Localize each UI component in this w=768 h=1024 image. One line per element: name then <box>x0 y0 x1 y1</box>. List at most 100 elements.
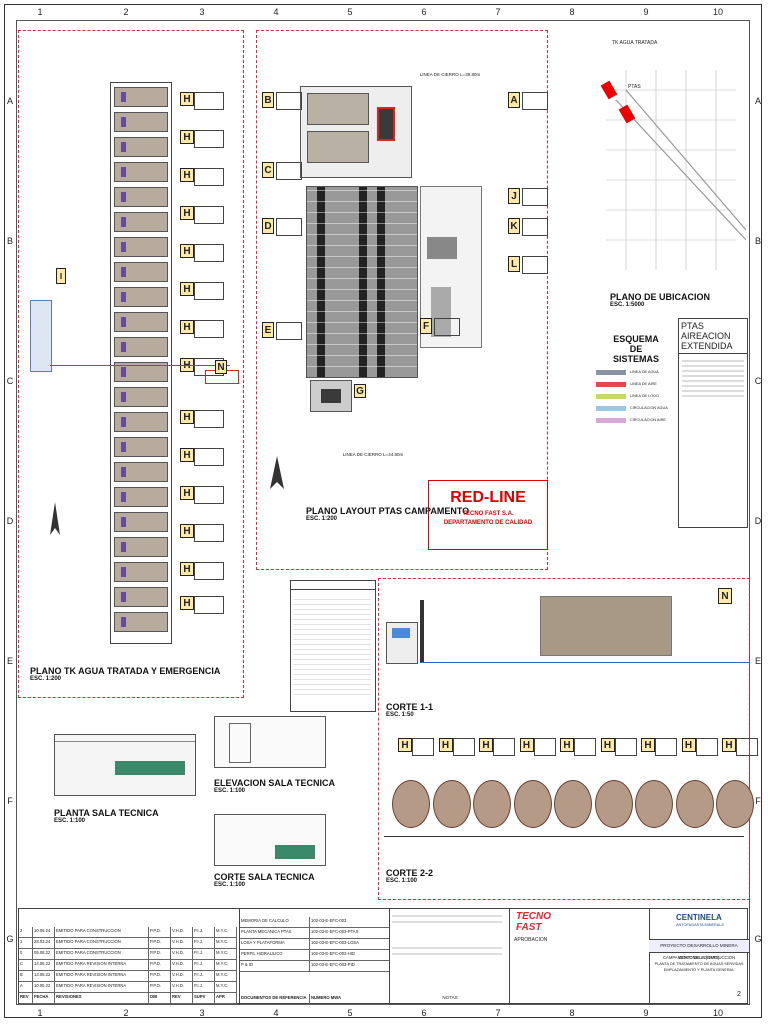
revision-cell: M.Y.C. <box>215 927 237 938</box>
ref-name: PERFIL HIDRAULICO <box>240 950 310 961</box>
esquema-title: ESQUEMA DE SISTEMAS <box>612 334 659 364</box>
planta-sala-title: PLANTA SALA TECNICA <box>54 808 159 818</box>
tank-marker <box>121 167 126 177</box>
marker-c: C <box>262 162 274 178</box>
revision-cell: EMITIDO PARA REVISION INTERNA <box>55 982 149 993</box>
marker-n-left: N <box>215 360 227 374</box>
column-number: 10 <box>712 7 723 17</box>
column-number: 3 <box>199 7 205 17</box>
tk-plan-title: PLANO TK AGUA TRATADA Y EMERGENCIA <box>30 666 221 676</box>
storage-tank <box>114 237 168 257</box>
marker-description <box>412 738 434 756</box>
storage-tank <box>114 87 168 107</box>
ref-name: LOSA Y PLATAFORMA <box>240 939 310 950</box>
revision-cell: P.P.D. <box>149 960 171 971</box>
marker-h: H <box>180 562 194 576</box>
marker-h: H <box>180 168 194 182</box>
tank-marker <box>121 292 126 302</box>
marker-description <box>522 92 548 110</box>
storage-tank <box>114 462 168 482</box>
layout-title: PLANO LAYOUT PTAS CAMPAMENTO <box>306 506 470 516</box>
tank-marker <box>121 467 126 477</box>
storage-tank <box>114 312 168 332</box>
marker-h: H <box>180 320 194 334</box>
revision-cell: M.Y.C. <box>215 982 237 993</box>
sheet-frame <box>4 4 762 1018</box>
elevacion-sala-scale: ESC. 1:100 <box>214 788 246 794</box>
column-number: 6 <box>421 1008 427 1018</box>
marker-description <box>194 282 224 300</box>
revision-cell: C <box>19 960 33 971</box>
notes-area: NOTAS <box>389 909 510 1005</box>
marker-g: G <box>354 384 366 398</box>
revision-cell: 0 <box>19 949 33 960</box>
marker-description <box>522 218 548 236</box>
tk-location-label: TK AGUA TRATADA <box>612 40 658 46</box>
revision-cell: P.I.J. <box>193 960 215 971</box>
marker-description <box>194 486 224 504</box>
marker-a: A <box>508 92 520 108</box>
revision-cell: 2 <box>19 927 33 938</box>
marker-h: H <box>180 92 194 106</box>
legend-swatch <box>596 417 626 423</box>
column-number: 3 <box>199 1008 205 1018</box>
logo-text: TECNO FAST <box>516 911 551 933</box>
tank-marker <box>121 217 126 227</box>
legend-swatch <box>596 381 626 387</box>
revision-cell: REVISIONES <box>55 993 149 1004</box>
storage-tank <box>114 212 168 232</box>
corte-sala-title: CORTE SALA TECNICA <box>214 872 315 882</box>
revision-cell: P.P.D. <box>149 938 171 949</box>
marker-description <box>194 524 224 542</box>
column-number: 7 <box>495 7 501 17</box>
revision-cell: DIB <box>149 993 171 1004</box>
revision-cell: REV <box>171 993 193 1004</box>
tank-marker <box>121 267 126 277</box>
column-number: 2 <box>123 7 129 17</box>
ref-name: PLANTA MECANICA PTAS <box>240 928 310 939</box>
ref-name: P & ID <box>240 961 310 972</box>
marker-description <box>194 448 224 466</box>
storage-tank <box>114 487 168 507</box>
control-room <box>310 380 352 412</box>
marker-description <box>522 188 548 206</box>
revision-cell: P.P.D. <box>149 949 171 960</box>
revision-cell: M.Y.C. <box>215 938 237 949</box>
storage-tank <box>114 362 168 382</box>
revision-cell: P.P.D. <box>149 971 171 982</box>
marker-i: I <box>56 268 66 284</box>
row-letter: F <box>755 796 761 806</box>
north-arrow-icon <box>50 502 60 535</box>
revision-cell: P.I.J. <box>193 982 215 993</box>
revision-cell: EMITIDO PARA CONSTRUCCION <box>55 927 149 938</box>
marker-k: K <box>508 218 520 234</box>
column-number: 1 <box>37 7 43 17</box>
sheet-revision: 2 <box>737 991 741 998</box>
drawing-line1: CAMPAMENTO DE CONSTRUCCION <box>663 955 735 960</box>
revision-cell: B <box>19 971 33 982</box>
ref-number: 102-03-E-EFC-003 <box>310 917 390 928</box>
row-letter: B <box>6 236 13 246</box>
legend-label: LINEA DE LODO <box>630 394 659 398</box>
marker-h: H <box>180 524 194 538</box>
revision-cell: P.I.J. <box>193 971 215 982</box>
marker-description <box>695 738 718 756</box>
marker-e: E <box>262 322 274 338</box>
marker-description <box>522 256 548 274</box>
column-number: 9 <box>643 1008 649 1018</box>
row-letter: C <box>6 376 14 386</box>
column-number: 5 <box>347 7 353 17</box>
notes-header: NOTAS <box>442 995 458 1000</box>
marker-description <box>276 322 302 340</box>
client-area: CENTINELA ANTOFAGASTA MINERALS <box>649 909 750 1005</box>
tank-marker <box>121 367 126 377</box>
septic-tank <box>635 780 673 828</box>
revision-cell: V.H.D. <box>171 938 193 949</box>
revision-cell: P.P.D. <box>149 982 171 993</box>
septic-tank <box>473 780 511 828</box>
corte-sala-scale: ESC. 1:100 <box>214 882 246 888</box>
planta-sala-drawing <box>54 734 196 796</box>
